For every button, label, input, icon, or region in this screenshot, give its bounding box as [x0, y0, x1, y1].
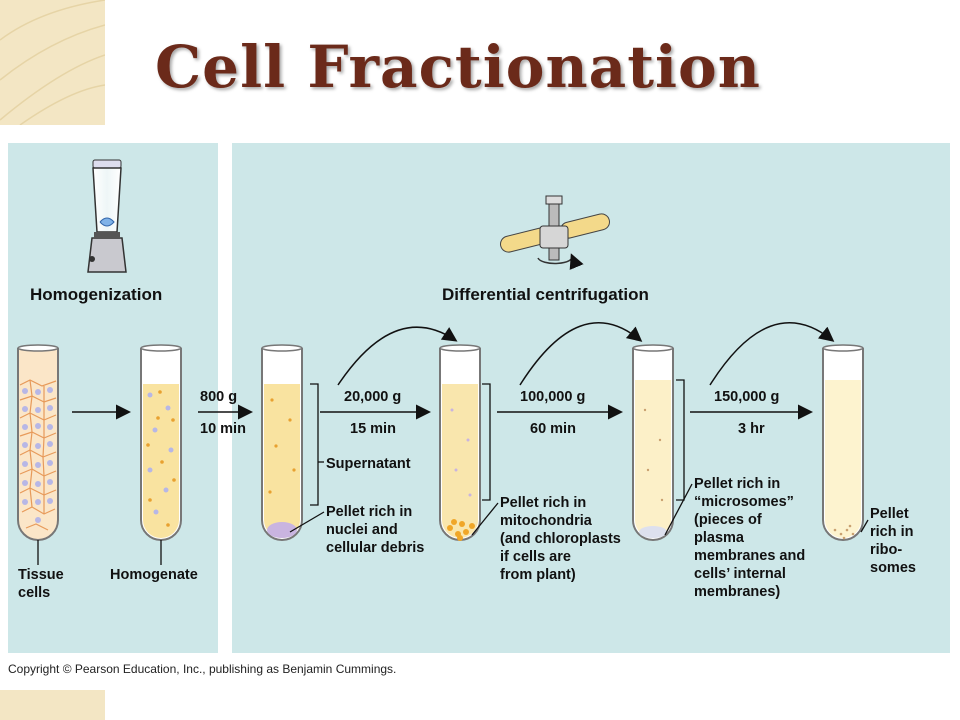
step3-force: 100,000 g: [520, 389, 586, 405]
tube-centrifuged-3: [632, 344, 674, 541]
pellet-mitochondria-label: Pellet rich in mitochondria (and chlorop…: [500, 495, 621, 583]
centrifuge-rotor-icon: [500, 195, 610, 270]
step4-time: 3 hr: [738, 421, 765, 437]
step1-time: 10 min: [200, 421, 246, 437]
bracket-lines: [37, 379, 869, 565]
pellet-microsomes-label: Pellet rich in “microsomes” (pieces of p…: [694, 476, 806, 600]
step2-time: 15 min: [350, 421, 396, 437]
tube-centrifuged-4: [822, 344, 864, 541]
tube-centrifuged-1: [261, 344, 303, 541]
copyright-notice: Copyright © Pearson Education, Inc., pub…: [8, 662, 397, 676]
step1-force: 800 g: [200, 389, 238, 405]
tube-tissue-cells: [17, 344, 59, 541]
step4-force: 150,000 g: [714, 389, 780, 405]
step3-time: 60 min: [530, 421, 576, 437]
step2-force: 20,000 g: [344, 389, 402, 405]
corner-decoration: [0, 0, 105, 125]
supernatant-label: Supernatant: [326, 456, 411, 472]
homogenization-heading: Homogenization: [30, 285, 163, 304]
slide-title: Cell Fractionation: [155, 33, 761, 101]
homogenate-label: Homogenate: [110, 567, 198, 583]
transfer-arrows: [337, 322, 835, 386]
corner-decoration-bottom: [0, 690, 105, 720]
differential-centrifugation-heading: Differential centrifugation: [442, 285, 649, 304]
tube-homogenate: [140, 344, 182, 541]
tissue-cells-label: Tissue cells: [18, 567, 64, 601]
tube-centrifuged-2: [439, 344, 481, 541]
pellet-ribosomes-label: Pellet rich in ribo- somes: [870, 506, 916, 576]
corner-pattern: [0, 0, 105, 125]
pellet-nuclei-label: Pellet rich in nuclei and cellular debri…: [326, 504, 425, 556]
blender-icon: [87, 159, 127, 273]
